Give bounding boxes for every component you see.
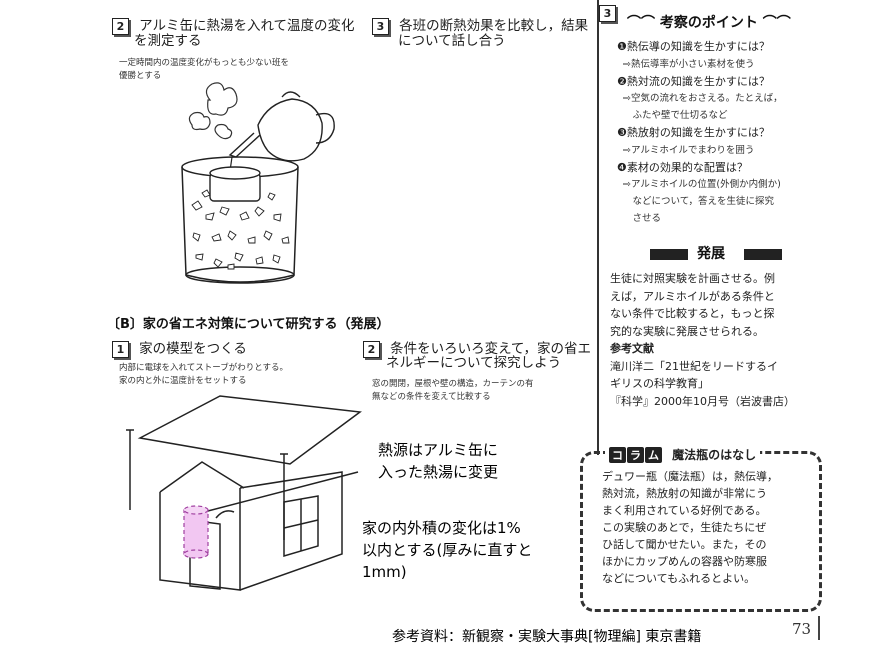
column-title-text: 魔法瓶のはなし bbox=[672, 448, 757, 462]
column-line: ひ話して聞かせたい。また，その bbox=[602, 538, 767, 551]
references: 参考文献 滝川洋二「21世紀をリードするイ ギリスの科学教育」 『科学』2000… bbox=[610, 340, 825, 410]
heading-bar-left bbox=[650, 249, 688, 260]
point-q: ❸熱放射の知識を生かすには？ bbox=[617, 126, 770, 139]
column-title: コラム 魔法瓶のはなし bbox=[605, 444, 761, 463]
step-2a: 2 アルミ缶に熱湯を入れて温度の変化 bbox=[112, 15, 355, 35]
step-note: 無などの条件を変えて比較する bbox=[372, 392, 491, 402]
ref-line: ギリスの科学教育」 bbox=[610, 377, 709, 390]
step-title-cont: について話し合う bbox=[398, 33, 506, 49]
note-line: 以内とする(厚みに直すと bbox=[362, 541, 533, 559]
note-line: 熱源はアルミ缶に bbox=[378, 441, 498, 459]
points-title-text: 考察のポイント bbox=[659, 15, 758, 31]
step-note: 内部に電球を入れてストーブがわりとする。 bbox=[119, 363, 288, 373]
step-title: 家の模型をつくる bbox=[139, 341, 247, 357]
step-title: アルミ缶に熱湯を入れて温度の変化 bbox=[139, 18, 355, 34]
point-a: などについて，答えを生徒に探究 bbox=[623, 196, 775, 207]
point-a: ⇨アルミホイルでまわりを囲う bbox=[623, 144, 755, 156]
column-label-char: コ bbox=[609, 447, 626, 463]
step-number: 1 bbox=[112, 341, 129, 358]
page-number: 73 bbox=[792, 620, 812, 638]
column-line: この実験のあとで，生徒たちにぜ bbox=[602, 521, 767, 534]
column-divider bbox=[597, 0, 599, 455]
step-2b: 2 条件をいろいろ変えて，家の省エ bbox=[363, 338, 591, 358]
swirl-icon: ⌒⌒ bbox=[762, 15, 791, 31]
dev-text: 生徒に対照実験を計画させる。例 えば，アルミホイルがある条件と ない条件で比較す… bbox=[610, 270, 820, 340]
step-number: 2 bbox=[112, 18, 129, 35]
volume-note: 家の内外積の変化は1% 以内とする(厚みに直すと 1mm) bbox=[362, 517, 532, 583]
house-model-illustration bbox=[126, 395, 362, 591]
dev-line: 生徒に対照実験を計画させる。例 bbox=[610, 272, 775, 285]
point-a: させる bbox=[623, 213, 662, 224]
column-line: デュワー瓶（魔法瓶）は，熱伝導， bbox=[602, 470, 778, 483]
points-list: ❶熱伝導の知識を生かすには？ ⇨熱伝導率が小さい素材を使う ❷熱対流の知識を生か… bbox=[617, 38, 822, 227]
column-text: デュワー瓶（魔法瓶）は，熱伝導， 熱対流，熱放射の知識が非常にう まく利用されて… bbox=[602, 468, 807, 587]
points-title: ⌒⌒ 考察のポイント ⌒⌒ bbox=[627, 12, 791, 32]
column-line: ほかにカップめんの容器や防寒服 bbox=[602, 555, 767, 568]
swirl-icon: ⌒⌒ bbox=[627, 15, 655, 31]
point-q: ❷熱対流の知識を生かすには？ bbox=[617, 74, 770, 88]
column-line: などについてもふれるとよい。 bbox=[602, 572, 756, 585]
step-3a: 3 各班の断熱効果を比較し，結果 bbox=[372, 15, 588, 35]
point-q: ❹素材の効果的な配置は？ bbox=[617, 160, 748, 174]
step-1b: 1 家の模型をつくる bbox=[112, 338, 247, 358]
heat-source-note: 熱源はアルミ缶に 入った熱湯に変更 bbox=[378, 439, 498, 483]
step-note: 窓の開閉，屋根や壁の構造，カーテンの有 bbox=[372, 379, 534, 389]
dev-line: えば，アルミホイルがある条件と bbox=[610, 289, 775, 303]
column-label-char: ム bbox=[645, 447, 662, 463]
step-title: 条件をいろいろ変えて，家の省エ bbox=[390, 341, 591, 357]
ref-title: 参考文献 bbox=[610, 342, 654, 355]
point-a: ⇨熱伝導率が小さい素材を使う bbox=[623, 58, 755, 70]
step-number: 3 bbox=[599, 5, 616, 22]
ref-line: 『科学』2000年10月号（岩波書店） bbox=[610, 394, 795, 408]
step-title-cont: ネルギーについて探究しよう bbox=[386, 355, 562, 371]
step-note: 一定時間内の温度変化がもっとも少ない班を bbox=[119, 58, 290, 68]
point-q: ❶熱伝導の知識を生かすには？ bbox=[617, 40, 770, 53]
point-a: ふたや壁で仕切るなど bbox=[623, 110, 728, 121]
point-a: ⇨アルミホイルの位置(外側か内側か) bbox=[623, 179, 781, 190]
ref-line: 滝川洋二「21世紀をリードするイ bbox=[610, 359, 778, 373]
dev-line: ない条件で比較すると，もっと探 bbox=[610, 307, 775, 320]
point-a: ⇨空気の流れをおさえる。たとえば， bbox=[623, 93, 783, 104]
column-label-char: ラ bbox=[627, 447, 644, 463]
beaker-kettle-illustration bbox=[181, 82, 335, 284]
note-line: 入った熱湯に変更 bbox=[378, 463, 499, 481]
page-edge-mark bbox=[818, 616, 820, 640]
section-b-heading: 〔B〕家の省エネ対策について研究する（発展） bbox=[107, 317, 390, 332]
step-note: 優勝とする bbox=[119, 71, 162, 81]
column-line: まく利用されている好例である。 bbox=[602, 504, 767, 517]
step-note: 家の内と外に温度計をセットする bbox=[119, 376, 247, 386]
dev-line: 究的な実験に発展させられる。 bbox=[610, 324, 764, 338]
note-line: 1mm) bbox=[362, 563, 407, 581]
step-number: 2 bbox=[363, 341, 380, 358]
dev-title: 発展 bbox=[697, 246, 725, 262]
step-number: 3 bbox=[372, 18, 389, 35]
col3-number: 3 bbox=[599, 2, 616, 22]
heading-bar-right bbox=[744, 249, 782, 260]
note-line: 家の内外積の変化は1% bbox=[362, 519, 521, 537]
step-title: 各班の断熱効果を比較し，結果 bbox=[399, 18, 589, 34]
column-line: 熱対流，熱放射の知識が非常にう bbox=[602, 487, 767, 500]
step-title-cont: を測定する bbox=[134, 33, 202, 49]
source-credit: 参考資料：新観察・実験大事典[物理編] 東京書籍 bbox=[392, 629, 702, 645]
